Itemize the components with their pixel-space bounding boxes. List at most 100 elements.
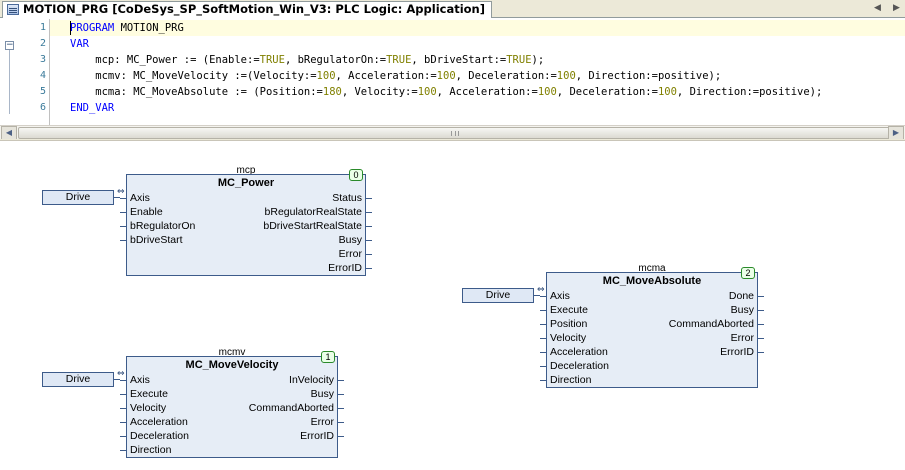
code-line[interactable]: VAR: [70, 36, 89, 52]
output-pin-stub[interactable]: [758, 310, 764, 311]
output-pin-error[interactable]: Error: [338, 248, 362, 260]
input-pin-acceleration[interactable]: Acceleration: [550, 346, 608, 358]
output-pin-bdrivestartrealstate[interactable]: bDriveStartRealState: [263, 220, 362, 232]
code-line[interactable]: END_VAR: [70, 100, 114, 116]
input-pin-execute[interactable]: Execute: [130, 388, 168, 400]
input-pin-enable[interactable]: Enable: [130, 206, 163, 218]
input-pin-stub[interactable]: [120, 450, 126, 451]
output-pin-invelocity[interactable]: InVelocity: [289, 374, 334, 386]
output-pin-commandaborted[interactable]: CommandAborted: [248, 402, 334, 414]
input-pin-stub[interactable]: [120, 436, 126, 437]
input-pin-execute[interactable]: Execute: [550, 304, 588, 316]
instance-name-mcmv[interactable]: mcmv: [218, 347, 246, 358]
output-pin-stub[interactable]: [366, 198, 372, 199]
input-pin-axis[interactable]: Axis: [130, 192, 150, 204]
output-pin-stub[interactable]: [338, 394, 344, 395]
code-line[interactable]: mcp: MC_Power := (Enable:=TRUE, bRegulat…: [70, 52, 544, 68]
input-pin-acceleration[interactable]: Acceleration: [130, 416, 188, 428]
pane-splitter[interactable]: [0, 139, 905, 141]
instance-name-mcma[interactable]: mcma: [638, 263, 666, 274]
output-pin-busy[interactable]: Busy: [338, 234, 362, 246]
input-pin-stub[interactable]: [540, 366, 546, 367]
axis-connection-mcp: [114, 197, 120, 198]
output-pin-stub[interactable]: [366, 226, 372, 227]
input-pin-stub[interactable]: [120, 198, 126, 199]
output-pin-stub[interactable]: [366, 268, 372, 269]
block-type-mcma: MC_MoveAbsolute: [602, 275, 702, 287]
output-pin-bregulatorrealstate[interactable]: bRegulatorRealState: [264, 206, 362, 218]
code-token: mcp: MC_Power := (Enable:=: [70, 54, 260, 66]
input-pin-axis[interactable]: Axis: [550, 290, 570, 302]
code-token: , Velocity:=: [341, 86, 418, 98]
scroll-right-icon[interactable]: ▶: [888, 126, 904, 140]
input-pin-stub[interactable]: [120, 212, 126, 213]
input-pin-bdrivestart[interactable]: bDriveStart: [130, 234, 183, 246]
code-line[interactable]: PROGRAM MOTION_PRG: [70, 20, 184, 36]
fold-minus-icon[interactable]: −: [5, 40, 14, 50]
gutter-divider: [49, 19, 50, 125]
tab-motion-prg[interactable]: MOTION_PRG [CoDeSys_SP_SoftMotion_Win_V3…: [2, 1, 492, 18]
output-pin-stub[interactable]: [338, 422, 344, 423]
output-pin-errorid[interactable]: ErrorID: [328, 262, 362, 274]
input-pin-stub[interactable]: [540, 296, 546, 297]
output-pin-error[interactable]: Error: [730, 332, 754, 344]
output-pin-stub[interactable]: [366, 254, 372, 255]
input-pin-axis[interactable]: Axis: [130, 374, 150, 386]
output-pin-errorid[interactable]: ErrorID: [300, 430, 334, 442]
input-pin-velocity[interactable]: Velocity: [130, 402, 167, 414]
input-pin-stub[interactable]: [120, 226, 126, 227]
output-pin-status[interactable]: Status: [332, 192, 362, 204]
input-pin-deceleration[interactable]: Deceleration: [130, 430, 189, 442]
input-pin-direction[interactable]: Direction: [130, 444, 172, 456]
output-pin-stub[interactable]: [366, 240, 372, 241]
output-pin-stub[interactable]: [758, 324, 764, 325]
output-pin-busy[interactable]: Busy: [730, 304, 754, 316]
input-pin-deceleration[interactable]: Deceleration: [550, 360, 609, 372]
input-pin-bregulatoron[interactable]: bRegulatorOn: [130, 220, 196, 232]
output-pin-stub[interactable]: [338, 408, 344, 409]
axis-input-drive-mcma[interactable]: Drive: [462, 288, 534, 303]
axis-input-drive-mcp[interactable]: Drive: [42, 190, 114, 205]
input-pin-stub[interactable]: [120, 422, 126, 423]
input-pin-stub[interactable]: [540, 352, 546, 353]
literal-token: 100: [537, 86, 557, 98]
input-pin-velocity[interactable]: Velocity: [550, 332, 587, 344]
output-pin-stub[interactable]: [758, 352, 764, 353]
input-pin-stub[interactable]: [540, 310, 546, 311]
output-pin-commandaborted[interactable]: CommandAborted: [668, 318, 754, 330]
input-pin-stub[interactable]: [540, 380, 546, 381]
output-pin-busy[interactable]: Busy: [310, 388, 334, 400]
scroll-left-icon[interactable]: ◀: [1, 126, 17, 140]
input-pin-stub[interactable]: [120, 394, 126, 395]
input-pin-position[interactable]: Position: [550, 318, 588, 330]
editor-tab-icon: [7, 4, 19, 15]
tab-next-icon[interactable]: ▶: [893, 3, 900, 13]
input-pin-stub[interactable]: [540, 338, 546, 339]
input-pin-direction[interactable]: Direction: [550, 374, 592, 386]
input-pin-stub[interactable]: [120, 380, 126, 381]
tab-prev-icon[interactable]: ◀: [874, 3, 881, 13]
output-pin-errorid[interactable]: ErrorID: [720, 346, 754, 358]
code-line[interactable]: mcmv: MC_MoveVelocity :=(Velocity:=100, …: [70, 68, 721, 84]
output-pin-stub[interactable]: [366, 212, 372, 213]
output-pin-stub[interactable]: [758, 338, 764, 339]
input-pin-stub[interactable]: [120, 408, 126, 409]
code-line[interactable]: mcma: MC_MoveAbsolute := (Position:=180,…: [70, 84, 822, 100]
output-pin-stub[interactable]: [758, 296, 764, 297]
output-pin-done[interactable]: Done: [728, 290, 754, 302]
instance-name-mcp[interactable]: mcp: [236, 165, 256, 176]
input-pin-stub[interactable]: [120, 240, 126, 241]
literal-token: 100: [436, 70, 456, 82]
input-pin-stub[interactable]: [540, 324, 546, 325]
axis-input-drive-mcmv[interactable]: Drive: [42, 372, 114, 387]
output-pin-stub[interactable]: [338, 436, 344, 437]
horizontal-scrollbar[interactable]: ◀ ▶: [0, 125, 905, 140]
output-pin-error[interactable]: Error: [310, 416, 334, 428]
scrollbar-thumb[interactable]: [18, 127, 890, 139]
output-pin-stub[interactable]: [338, 380, 344, 381]
